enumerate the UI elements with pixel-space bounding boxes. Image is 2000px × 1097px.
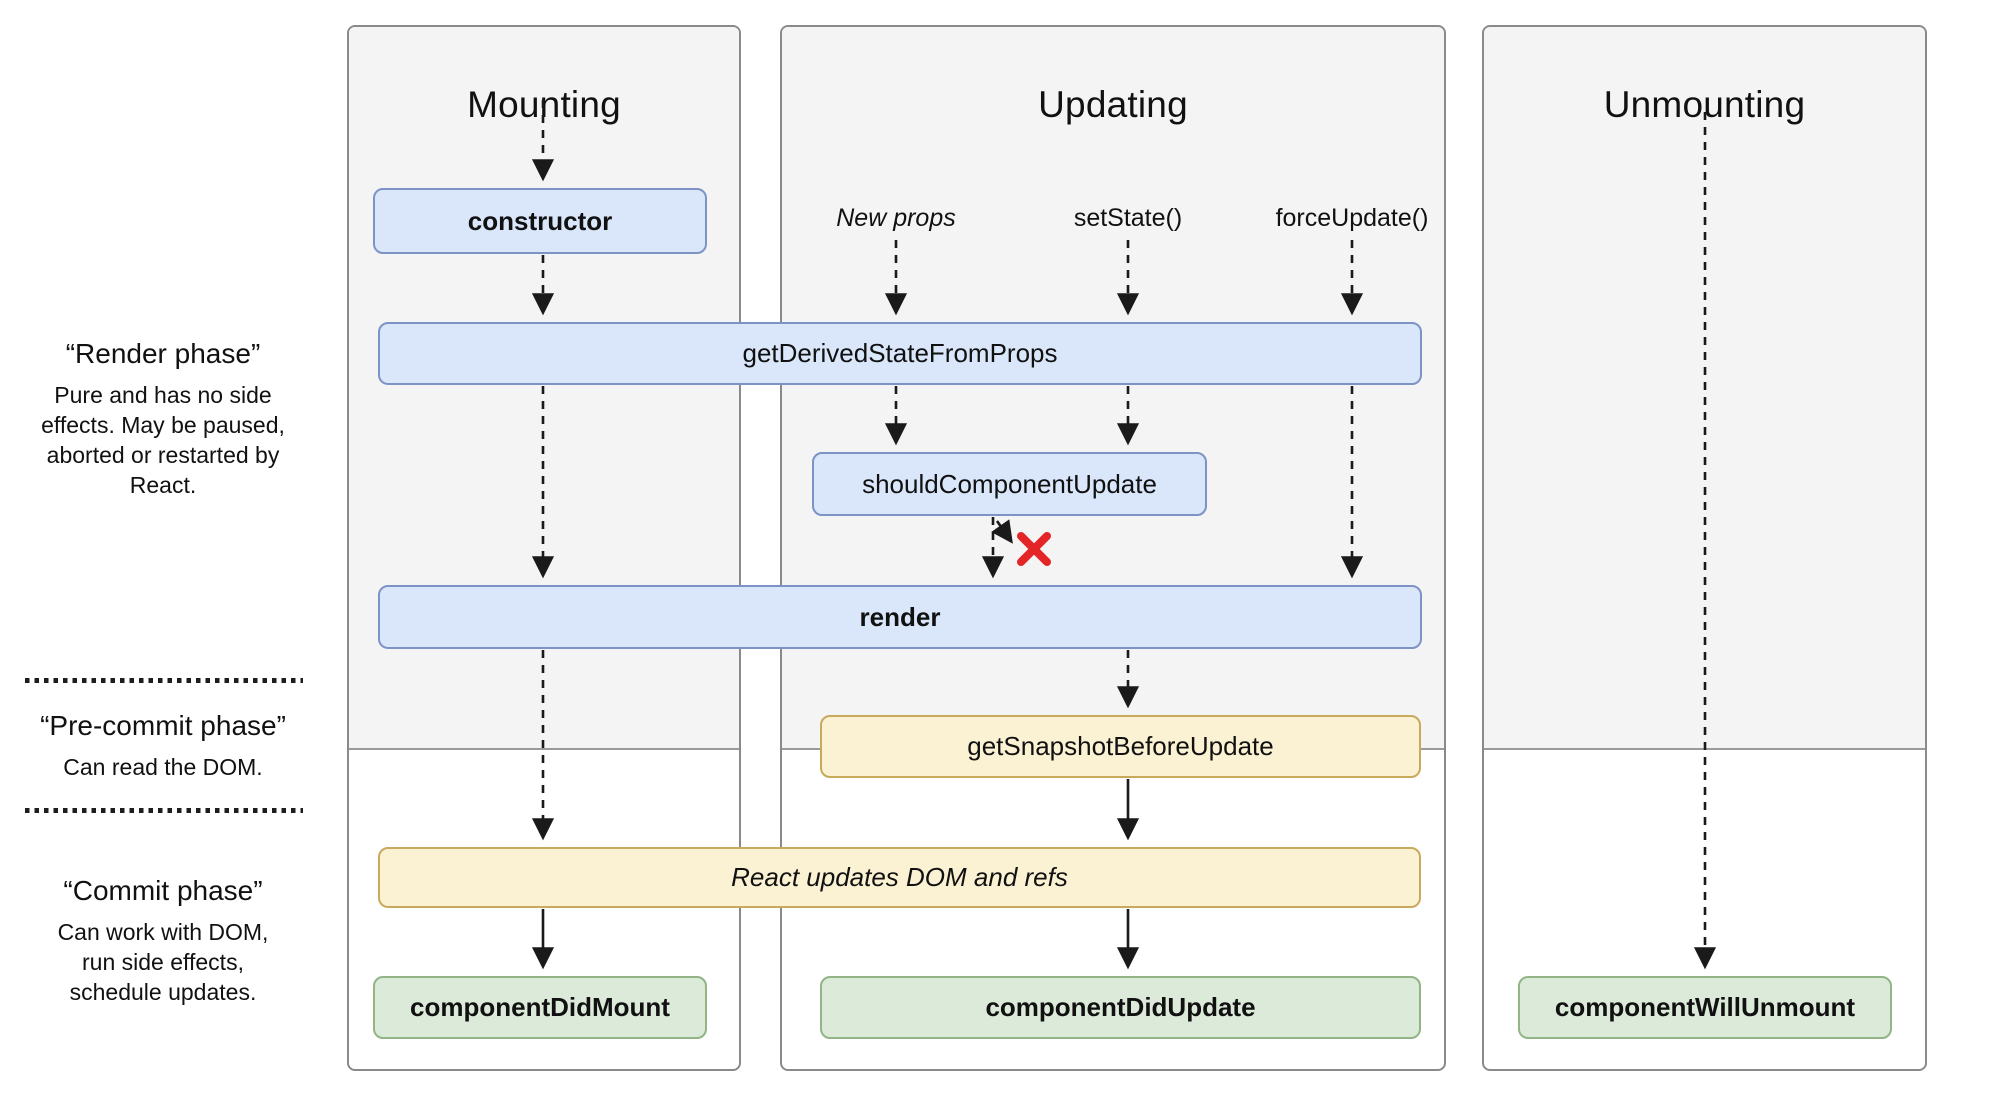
box-should-component-update: shouldComponentUpdate xyxy=(812,452,1207,516)
phase-divider-bottom xyxy=(25,808,303,813)
render-phase-description: Pure and has no side effects. May be pau… xyxy=(41,382,285,498)
trigger-force-update: forceUpdate() xyxy=(1275,204,1429,232)
commit-phase-label: “Commit phase” Can work with DOM, run si… xyxy=(20,875,306,1007)
trigger-new-props: New props xyxy=(836,204,956,232)
box-component-will-unmount: componentWillUnmount xyxy=(1518,976,1892,1039)
cancel-x-icon xyxy=(1017,532,1051,566)
box-get-derived-state-from-props: getDerivedStateFromProps xyxy=(378,322,1422,385)
box-get-snapshot-before-update: getSnapshotBeforeUpdate xyxy=(820,715,1421,778)
render-phase-label: “Render phase” Pure and has no side effe… xyxy=(20,338,306,500)
box-constructor: constructor xyxy=(373,188,707,254)
pre-commit-phase-title: “Pre-commit phase” xyxy=(40,710,286,741)
phase-divider-top xyxy=(25,678,303,683)
pre-commit-phase-description: Can read the DOM. xyxy=(63,754,263,780)
box-component-did-update: componentDidUpdate xyxy=(820,976,1421,1039)
trigger-set-state: setState() xyxy=(1073,204,1183,232)
commit-phase-description: Can work with DOM, run side effects, sch… xyxy=(57,919,269,1005)
render-phase-title: “Render phase” xyxy=(65,338,261,369)
pre-commit-phase-label: “Pre-commit phase” Can read the DOM. xyxy=(20,710,306,782)
box-react-updates-dom: React updates DOM and refs xyxy=(378,847,1421,908)
box-render: render xyxy=(378,585,1422,649)
commit-phase-title: “Commit phase” xyxy=(63,875,263,906)
column-title-updating: Updating xyxy=(1038,84,1188,125)
arrow-should-update-cancel-branch xyxy=(991,519,1013,544)
box-component-did-mount: componentDidMount xyxy=(373,976,707,1039)
